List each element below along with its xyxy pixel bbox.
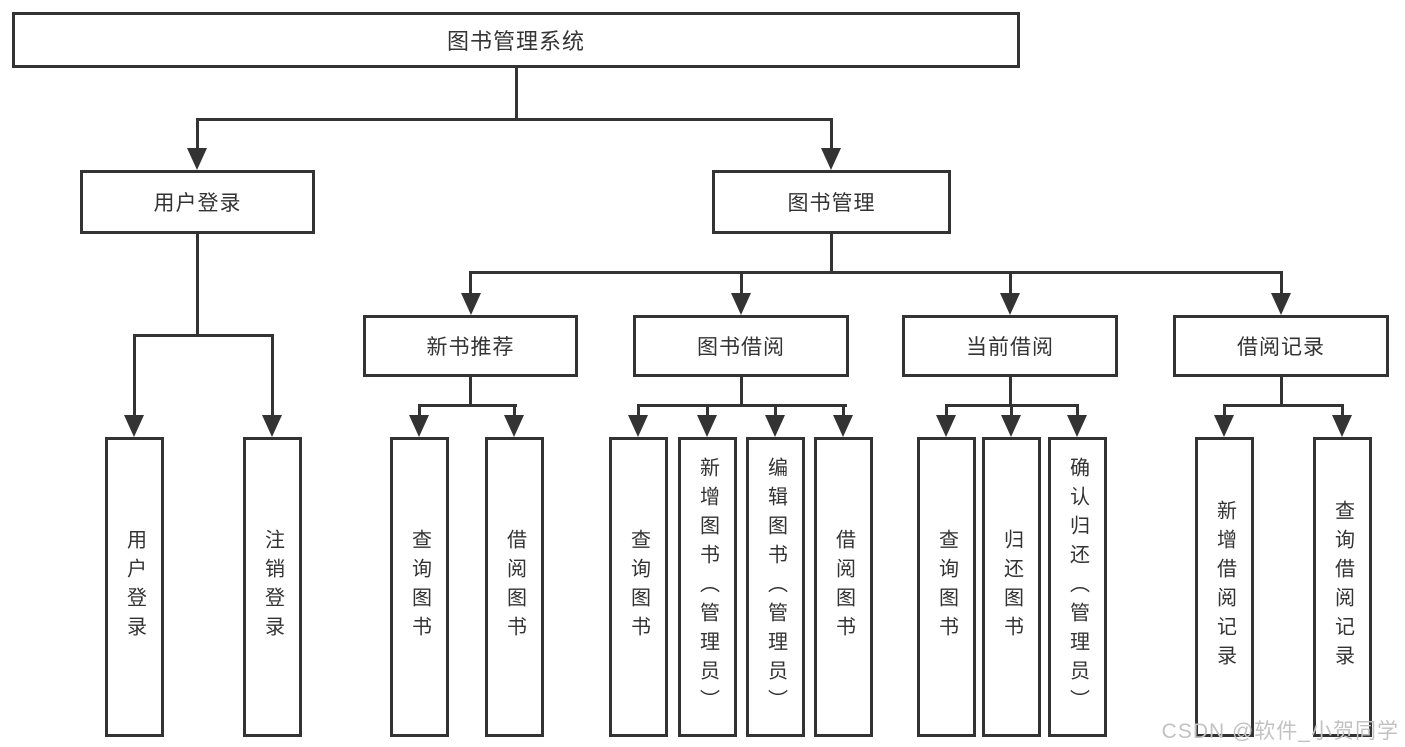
- connector-new-book-bar: [417, 404, 517, 407]
- connector-to-new-book: [469, 271, 472, 295]
- connector-user-login-stem: [195, 234, 199, 337]
- arrow-down-leaf-logout: [262, 415, 282, 437]
- leaf-user-login-label: 用户登录: [123, 529, 146, 645]
- arrow-down-leaf-current-confirm: [1067, 415, 1087, 437]
- arrow-down-leaf-borrow-add: [697, 415, 717, 437]
- leaf-borrow-edit-admin: 编辑图书（管理员）: [745, 437, 805, 737]
- leaf-newbook-borrow-label: 借阅图书: [503, 529, 526, 645]
- connector-to-user-login: [195, 118, 199, 152]
- connector-to-leaf-newbook-query: [417, 404, 421, 417]
- connector-root-stem: [514, 68, 518, 121]
- leaf-record-add: 新增借阅记录: [1194, 437, 1254, 737]
- arrow-down-leaf-newbook-query: [409, 415, 429, 437]
- connector-new-book-stem: [469, 377, 472, 407]
- node-user-login-label: 用户登录: [153, 192, 242, 215]
- connector-user-login-bar: [132, 334, 274, 337]
- node-new-book-recommend: 新书推荐: [363, 315, 578, 377]
- watermark: CSDN @软件_小贺同学: [1161, 720, 1399, 743]
- connector-book-borrow-stem: [739, 377, 743, 407]
- leaf-borrow-query-label: 查询图书: [627, 529, 650, 645]
- leaf-user-login: 用户登录: [104, 437, 164, 737]
- node-user-login: 用户登录: [80, 170, 315, 234]
- arrow-down-leaf-borrow-book: [833, 415, 853, 437]
- node-book-borrow-label: 图书借阅: [697, 336, 785, 359]
- arrow-down-leaf-record-query: [1332, 415, 1352, 437]
- leaf-borrow-book-label: 借阅图书: [832, 529, 855, 645]
- connector-to-leaf-current-return: [1009, 404, 1013, 417]
- leaf-current-return-label: 归还图书: [1000, 529, 1023, 645]
- connector-to-leaf-borrow-book: [841, 404, 845, 417]
- leaf-current-query: 查询图书: [916, 437, 976, 737]
- arrow-down-borrow-record: [1271, 293, 1291, 315]
- leaf-newbook-query-label: 查询图书: [408, 529, 431, 645]
- leaf-borrow-query: 查询图书: [608, 437, 668, 737]
- arrow-down-book-borrow: [731, 293, 751, 315]
- leaf-logout: 注销登录: [242, 437, 302, 737]
- leaf-current-return: 归还图书: [981, 437, 1041, 737]
- node-root-label: 图书管理系统: [446, 29, 585, 54]
- connector-to-leaf-logout: [270, 334, 274, 417]
- node-book-management: 图书管理: [712, 170, 951, 234]
- node-borrow-record: 借阅记录: [1173, 315, 1389, 377]
- node-root: 图书管理系统: [12, 12, 1020, 68]
- connector-level3-bar: [468, 271, 1283, 274]
- leaf-current-confirm-admin: 确认归还（管理员）: [1047, 437, 1107, 737]
- connector-to-leaf-borrow-query: [636, 404, 640, 417]
- leaf-borrow-add-admin: 新增图书（管理员）: [677, 437, 737, 737]
- connector-current-borrow-stem: [1008, 377, 1012, 407]
- leaf-record-add-label: 新增借阅记录: [1213, 500, 1236, 674]
- leaf-newbook-query: 查询图书: [389, 437, 449, 737]
- leaf-record-query-label: 查询借阅记录: [1331, 500, 1354, 674]
- arrow-down-leaf-borrow-query: [628, 415, 648, 437]
- arrow-down-book-management: [821, 148, 841, 170]
- leaf-current-query-label: 查询图书: [935, 529, 958, 645]
- node-borrow-record-label: 借阅记录: [1237, 336, 1325, 359]
- arrow-down-leaf-current-return: [1001, 415, 1021, 437]
- leaf-borrow-edit-admin-label: 编辑图书（管理员）: [764, 456, 787, 718]
- arrow-down-new-book: [460, 293, 481, 315]
- connector-to-book-borrow: [739, 271, 743, 295]
- arrow-down-user-login: [187, 148, 207, 170]
- connector-book-borrow-bar: [636, 404, 847, 407]
- node-current-borrow: 当前借阅: [902, 315, 1118, 377]
- node-book-management-label: 图书管理: [787, 192, 876, 215]
- leaf-record-query: 查询借阅记录: [1312, 437, 1372, 737]
- leaf-current-confirm-admin-label: 确认归还（管理员）: [1066, 456, 1089, 718]
- connector-to-leaf-user-login: [132, 334, 136, 417]
- node-current-borrow-label: 当前借阅: [966, 336, 1054, 359]
- connector-to-leaf-current-query: [944, 404, 948, 417]
- arrow-down-leaf-current-query: [936, 415, 956, 437]
- arrow-down-leaf-record-add: [1214, 415, 1234, 437]
- connector-to-borrow-record: [1279, 271, 1283, 295]
- connector-to-book-management: [829, 118, 833, 152]
- leaf-borrow-book: 借阅图书: [813, 437, 873, 737]
- connector-to-current-borrow: [1008, 271, 1012, 295]
- arrow-down-leaf-newbook-borrow: [504, 415, 524, 437]
- node-new-book-recommend-label: 新书推荐: [426, 336, 515, 359]
- connector-borrow-record-stem: [1279, 377, 1283, 407]
- leaf-logout-label: 注销登录: [261, 529, 284, 645]
- leaf-newbook-borrow: 借阅图书: [484, 437, 544, 737]
- connector-to-leaf-borrow-add: [705, 404, 709, 417]
- node-book-borrow: 图书借阅: [633, 315, 849, 377]
- connector-to-leaf-record-add: [1222, 404, 1226, 417]
- connector-to-leaf-record-query: [1340, 404, 1344, 417]
- arrow-down-current-borrow: [1000, 293, 1020, 315]
- leaf-borrow-add-admin-label: 新增图书（管理员）: [696, 456, 719, 718]
- connector-to-leaf-newbook-borrow: [512, 404, 516, 417]
- connector-to-leaf-borrow-edit: [773, 404, 777, 417]
- connector-to-leaf-current-confirm: [1075, 404, 1079, 417]
- arrow-down-leaf-borrow-edit: [765, 415, 785, 437]
- arrow-down-leaf-user-login: [124, 415, 144, 437]
- connector-level2-bar: [195, 118, 833, 121]
- connector-borrow-record-bar: [1222, 404, 1344, 407]
- connector-book-management-stem: [829, 234, 833, 274]
